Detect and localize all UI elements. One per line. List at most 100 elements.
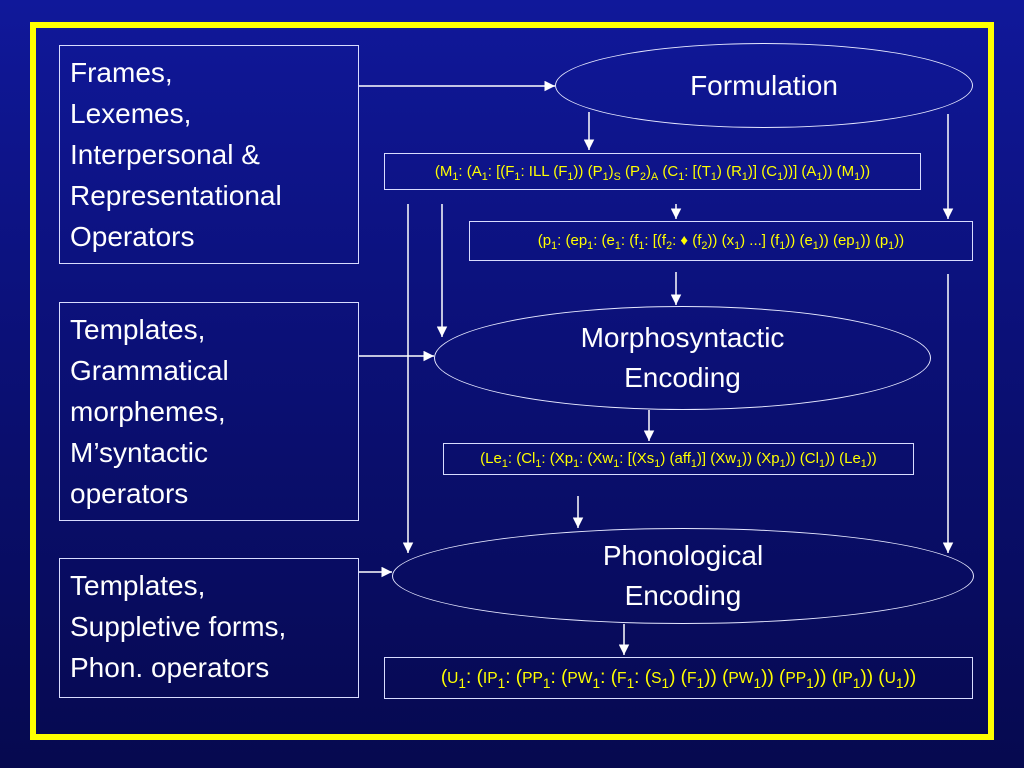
formula-segment: )) (: [860, 666, 885, 688]
formula-subscript: 1: [779, 457, 786, 470]
source-box-phonology: Templates, Suppletive forms, Phon. opera…: [59, 558, 359, 698]
formula-segment: : (: [466, 666, 483, 688]
formula-subscript: A: [651, 170, 659, 183]
formula-subscript: 1: [514, 170, 521, 183]
formula-subscript: 1: [736, 457, 743, 470]
formula-segment: : (: [550, 666, 568, 688]
formula-segment: )) (Le: [824, 450, 861, 467]
representational-formula-box: (p1: (ep1: (e1: (f1: [(f2: ♦ (f2)) (x1) …: [469, 221, 973, 261]
formula-segment: (P: [620, 162, 640, 180]
ellipse-label: Formulation: [690, 69, 838, 101]
formula-segment: : (: [505, 666, 523, 688]
formula-subscript: 1: [753, 675, 762, 691]
formula-subscript: 1: [654, 457, 661, 470]
formula-text: (Le1: (Cl1: (Xp1: (Xw1: [(Xs1) (aff1)] (…: [480, 450, 877, 470]
source-line: morphemes,: [70, 396, 226, 427]
formula-subscript: 1: [638, 239, 645, 252]
formula-segment: )] (Xw: [696, 450, 737, 467]
phonological-encoding-ellipse: Phonological Encoding: [392, 528, 974, 624]
formula-segment: ): [646, 162, 651, 180]
formula-subscript: 1: [567, 170, 574, 183]
source-line: M’syntactic: [70, 437, 208, 468]
source-line: Representational: [70, 180, 282, 211]
formula-layer-symbol: F: [617, 669, 627, 687]
formula-text: (U1: (IP1: (PP1: (PW1: (F1: (S1) (F1)) (…: [440, 666, 916, 691]
morphosyntactic-structure-box: (Le1: (Cl1: (Xp1: (Xw1: [(Xs1) (aff1)] (…: [443, 443, 914, 475]
formula-layer-symbol: F: [687, 669, 697, 687]
formula-segment: ) (: [669, 666, 687, 688]
formula-subscript: 1: [535, 457, 542, 470]
formula-subscript: 1: [888, 239, 895, 252]
formula-text: (p1: (ep1: (e1: (f1: [(f2: ♦ (f2)) (x1) …: [538, 232, 905, 252]
formula-segment: : (e: [593, 232, 615, 249]
formula-segment: ))] (A: [783, 162, 817, 180]
source-line: Suppletive forms,: [70, 611, 287, 642]
source-line: Lexemes,: [70, 98, 192, 129]
formula-subscript: 1: [497, 675, 506, 691]
source-line: Operators: [70, 221, 195, 252]
formula-subscript: 1: [812, 239, 819, 252]
interpersonal-formula-box: (M1: (A1: [(F1: ILL (F1)) (P1)S (P2)A (C…: [384, 153, 921, 190]
formula-segment: : (Xw: [579, 450, 614, 467]
formula-subscript: 1: [481, 170, 488, 183]
formula-layer-symbol: PW: [567, 669, 593, 687]
formula-subscript: 1: [501, 457, 508, 470]
formula-subscript: 1: [626, 675, 635, 691]
formula-segment: ): [608, 162, 614, 180]
source-line: Phon. operators: [70, 652, 270, 683]
phonological-structure-box: (U1: (IP1: (PP1: (PW1: (F1: (S1) (F1)) (…: [384, 657, 973, 699]
formula-segment: ) (aff: [660, 450, 691, 467]
formula-segment: )): [866, 450, 877, 467]
source-line: Frames,: [70, 57, 173, 88]
formula-layer-symbol: PW: [728, 669, 754, 687]
formula-text: (M1: (A1: [(F1: ILL (F1)) (P1)S (P2)A (C…: [434, 162, 871, 183]
formulation-ellipse: Formulation: [555, 43, 973, 128]
formula-subscript: 1: [818, 457, 825, 470]
ellipse-label: Encoding: [624, 362, 741, 393]
formula-subscript: 1: [734, 239, 741, 252]
formula-segment: : (: [600, 666, 618, 688]
formula-segment: )] (C: [747, 162, 778, 180]
formula-segment: : (: [634, 666, 652, 688]
formula-segment: : [(Xs: [619, 450, 655, 467]
formula-subscript: 1: [542, 675, 551, 691]
formula-segment: : (A: [458, 162, 482, 180]
formula-segment: (C: [658, 162, 679, 180]
formula-segment: )): [860, 162, 871, 180]
formula-segment: : (ep: [557, 232, 588, 249]
formula-subscript: 1: [592, 675, 601, 691]
formula-segment: )) (: [704, 666, 729, 688]
formula-segment: : (Cl: [507, 450, 536, 467]
formula-subscript: 1: [741, 170, 748, 183]
formula-subscript: 1: [854, 239, 861, 252]
formula-subscript: 1: [777, 170, 784, 183]
formula-segment: )) (ep: [818, 232, 855, 249]
formula-subscript: 1: [551, 239, 558, 252]
formula-segment: (M: [434, 162, 453, 180]
formula-segment: ) (R: [716, 162, 742, 180]
formula-segment: )) (P: [573, 162, 603, 180]
formula-segment: )) (Xp: [742, 450, 780, 467]
formula-segment: : [(F: [487, 162, 515, 180]
slide-frame: [30, 22, 994, 740]
formula-subscript: 1: [678, 170, 685, 183]
source-line: Templates,: [70, 314, 206, 345]
formula-subscript: 2: [701, 239, 708, 252]
formula-segment: )) (x: [707, 232, 735, 249]
formula-segment: (Le: [480, 450, 502, 467]
source-box-lexicon: Frames, Lexemes, Interpersonal & Represe…: [59, 45, 359, 264]
formula-segment: )) (: [761, 666, 786, 688]
formula-segment: (: [440, 666, 448, 688]
formula-segment: )) (M: [822, 162, 855, 180]
formula-subscript: 2: [666, 239, 673, 252]
formula-segment: )) (e: [785, 232, 813, 249]
formula-subscript: 2: [639, 170, 646, 183]
formula-segment: )): [894, 232, 905, 249]
morphosyntactic-encoding-ellipse: Morphosyntactic Encoding: [434, 306, 931, 410]
formula-segment: ) ...] (f: [740, 232, 780, 249]
formula-subscript: 1: [710, 170, 717, 183]
formula-subscript: 1: [696, 675, 705, 691]
formula-subscript: 1: [458, 675, 467, 691]
formula-layer-symbol: IP: [482, 669, 498, 687]
formula-subscript: 1: [452, 170, 459, 183]
